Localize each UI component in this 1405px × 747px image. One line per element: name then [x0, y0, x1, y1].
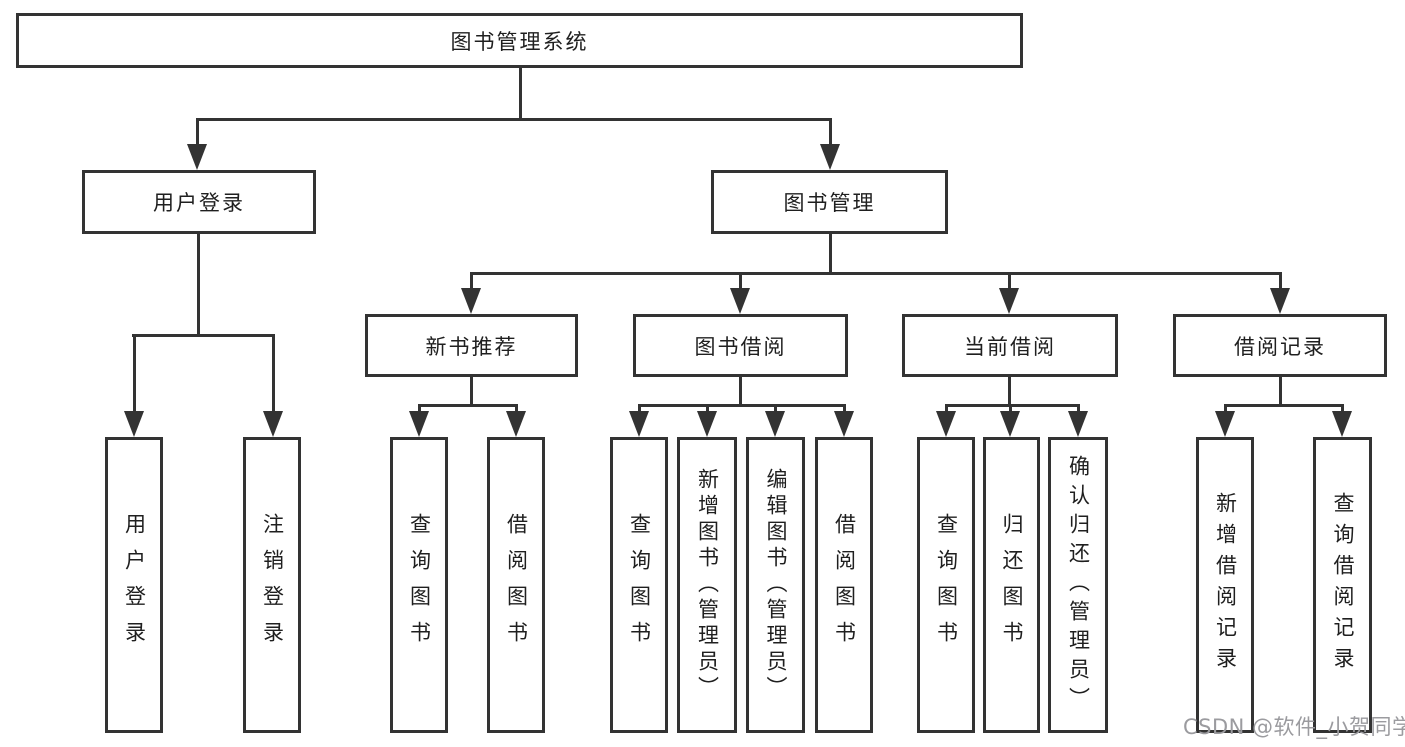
arrow-down-icon — [697, 411, 717, 437]
connector-line — [1341, 404, 1344, 414]
arrow-down-icon — [820, 144, 840, 170]
leaf-add-borrow-record: 新增借阅记录 — [1196, 437, 1254, 733]
connector-line — [829, 233, 832, 275]
leaf-user-login: 用户登录 — [105, 437, 163, 733]
connector-line — [706, 404, 709, 414]
connector-line — [739, 377, 742, 407]
connector-line — [196, 118, 832, 121]
connector-line — [945, 404, 948, 414]
arrow-down-icon — [187, 144, 207, 170]
arrow-down-icon — [1215, 411, 1235, 437]
node-book-borrowing: 图书借阅 — [633, 314, 848, 377]
arrow-down-icon — [629, 411, 649, 437]
arrow-down-icon — [124, 411, 144, 437]
connector-line — [638, 404, 846, 407]
connector-line — [739, 272, 742, 292]
connector-line — [1279, 272, 1282, 292]
leaf-borrow-books: 借阅图书 — [815, 437, 873, 733]
arrow-down-icon — [730, 288, 750, 314]
arrow-down-icon — [1332, 411, 1352, 437]
connector-line — [515, 404, 518, 414]
arrow-down-icon — [461, 288, 481, 314]
connector-line — [1279, 377, 1282, 407]
connector-line — [1224, 404, 1227, 414]
connector-line — [1009, 404, 1012, 414]
connector-line — [1008, 272, 1011, 292]
arrow-down-icon — [1000, 411, 1020, 437]
connector-line — [196, 118, 199, 148]
connector-line — [272, 334, 275, 414]
connector-line — [843, 404, 846, 414]
node-user-login: 用户登录 — [82, 170, 316, 234]
leaf-logout: 注销登录 — [243, 437, 301, 733]
connector-line — [774, 404, 777, 414]
arrow-down-icon — [263, 411, 283, 437]
arrow-down-icon — [765, 411, 785, 437]
connector-line — [945, 404, 1080, 407]
connector-line — [197, 233, 200, 337]
leaf-confirm-return-admin: 确认归还（管理员） — [1048, 437, 1108, 733]
arrow-down-icon — [1270, 288, 1290, 314]
arrow-down-icon — [409, 411, 429, 437]
arrow-down-icon — [999, 288, 1019, 314]
connector-line — [470, 272, 473, 292]
leaf-query-borrow-record: 查询借阅记录 — [1313, 437, 1372, 733]
leaf-add-book-admin: 新增图书（管理员） — [677, 437, 737, 733]
connector-line — [519, 68, 522, 121]
leaf-return-book: 归还图书 — [983, 437, 1040, 733]
connector-line — [829, 118, 832, 148]
leaf-query-books-current: 查询图书 — [917, 437, 975, 733]
connector-line — [1077, 404, 1080, 414]
connector-line — [1224, 404, 1344, 407]
connector-line — [133, 334, 136, 414]
node-library-management-system: 图书管理系统 — [16, 13, 1023, 68]
connector-line — [132, 334, 275, 337]
node-current-borrowing: 当前借阅 — [902, 314, 1118, 377]
arrow-down-icon — [506, 411, 526, 437]
node-borrowing-records: 借阅记录 — [1173, 314, 1387, 377]
connector-line — [1008, 377, 1011, 407]
leaf-borrow-books-recommend: 借阅图书 — [487, 437, 545, 733]
node-new-book-recommend: 新书推荐 — [365, 314, 578, 377]
arrow-down-icon — [1068, 411, 1088, 437]
node-book-management: 图书管理 — [711, 170, 948, 234]
connector-line — [470, 272, 1282, 275]
arrow-down-icon — [936, 411, 956, 437]
connector-line — [418, 404, 421, 414]
leaf-query-books-borrowing: 查询图书 — [610, 437, 668, 733]
watermark: CSDN @软件_小贺同学 — [1183, 715, 1405, 739]
connector-line — [418, 404, 518, 407]
leaf-edit-book-admin: 编辑图书（管理员） — [746, 437, 805, 733]
connector-line — [638, 404, 641, 414]
leaf-query-books-recommend: 查询图书 — [390, 437, 448, 733]
arrow-down-icon — [834, 411, 854, 437]
connector-line — [470, 377, 473, 407]
